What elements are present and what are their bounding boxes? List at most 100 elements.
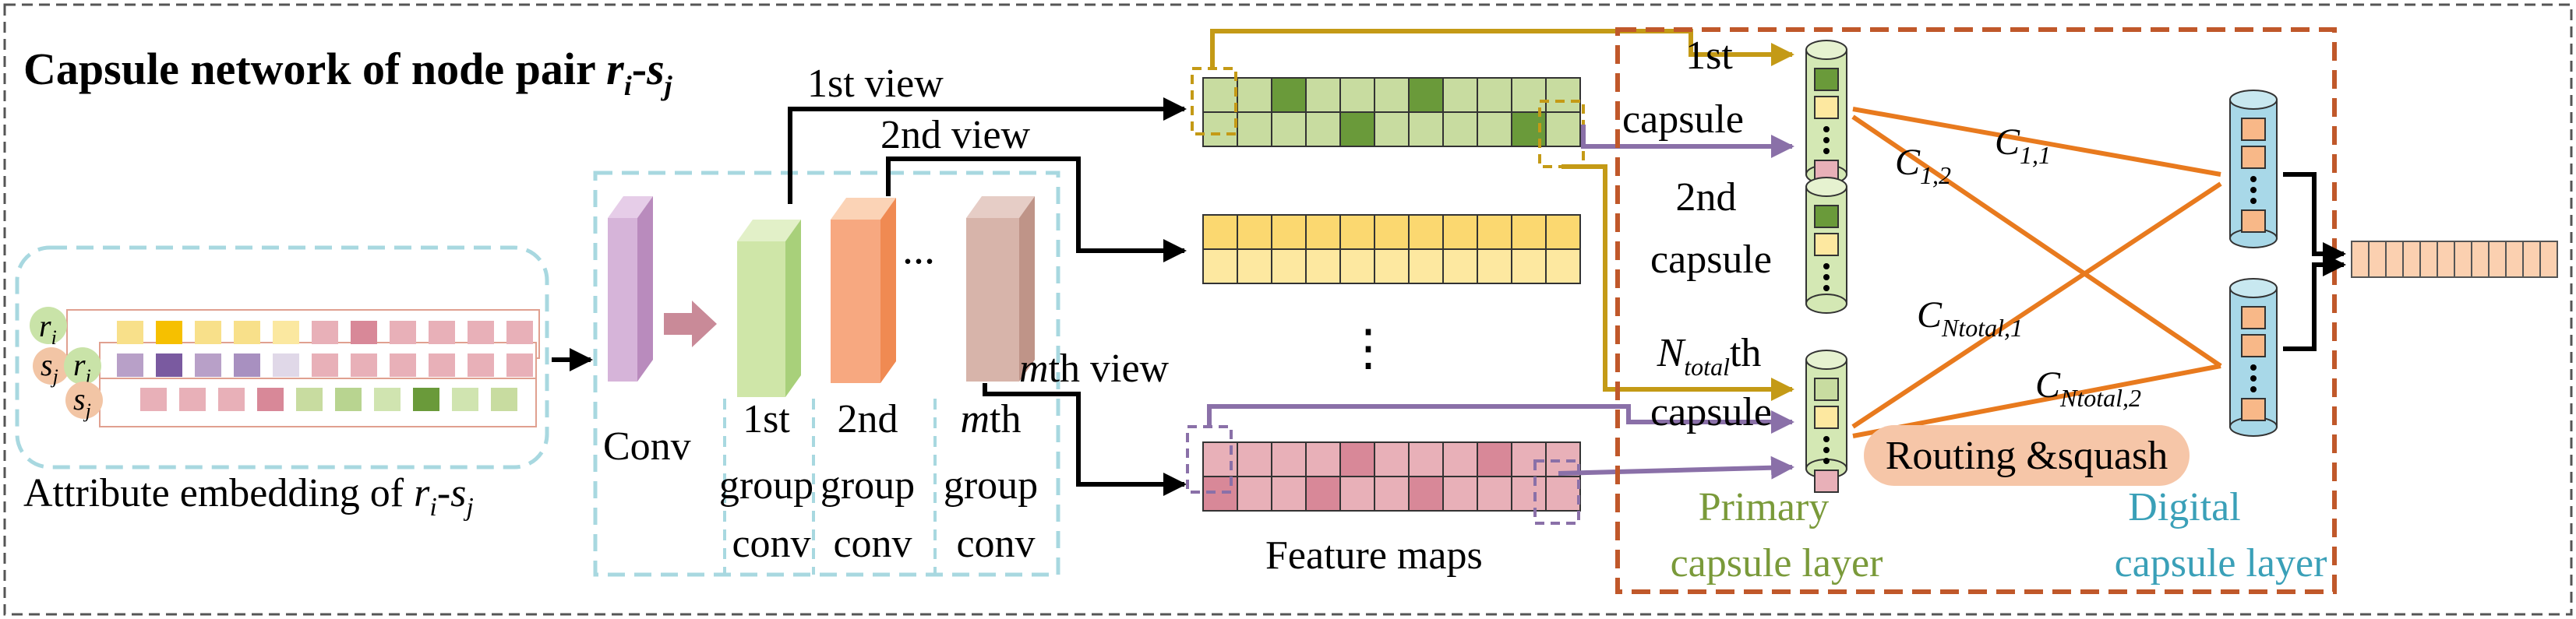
embed-cell [140,388,167,411]
outer-border [3,3,2573,616]
fmm-row2-cell [1305,476,1341,512]
fm2-row1-cell [1339,214,1375,250]
primary-capsule-1-cell [1814,68,1839,91]
embed-cell [506,321,533,344]
fm1-row2-cell [1442,111,1478,147]
coef-c12: C1,2 [1895,142,1951,189]
fm1-row2-cell [1408,111,1444,147]
fm2-row1-cell [1511,214,1547,250]
output-cell [2368,241,2387,278]
fm1-row2-cell [1374,111,1410,147]
conv-prism [608,196,653,382]
embedding-dashed-box [15,245,549,470]
output-cell [2351,241,2370,278]
route-cN1 [1851,181,2222,429]
output-cell [2402,241,2421,278]
attribute-embedding: ri sj ri sj Attribute embedding of ri-sj [15,245,549,522]
embed-cell [195,353,221,377]
node-r-label-1: ri [39,308,57,349]
fmm-row1-cell [1477,441,1512,477]
fm2-row2-cell [1339,248,1375,284]
conv-dashed-box [593,171,1060,577]
primary-capsule-N-cell [1814,470,1839,493]
coef-cN2: CNtotal,2 [2035,364,2141,412]
output-cell [2522,241,2541,278]
purple-arrow-fmm [1558,455,1794,480]
fmm-row1-cell [1339,441,1375,477]
fmm-row2-cell [1374,476,1410,512]
embed-cell [491,388,517,411]
embed-cell [468,353,494,377]
fm1-row1-cell [1545,77,1581,113]
fmm-row2-cell [1511,476,1547,512]
output-cell [2454,241,2472,278]
fm2-row1-cell [1237,214,1272,250]
embed-cell [156,321,182,344]
primary-capsule-2-cell [1814,205,1839,228]
node-s-badge-1 [33,347,70,385]
fm2-row1-cell [1477,214,1512,250]
fmm-row2-cell [1545,476,1581,512]
embed-cell [179,388,206,411]
group2-label: 2nd group conv [820,397,925,566]
embed-cell [273,353,299,377]
fm1-row1-cell [1511,77,1547,113]
route-c11 [1852,107,2221,177]
fm1-row1-cell [1237,77,1272,113]
fm1-row1-cell [1339,77,1375,113]
fm1-row2-cell [1339,111,1375,147]
view-arrows: 1st view 2nd view mth view [788,62,1187,496]
embed-cell [296,388,323,411]
fmm-row1-cell [1442,441,1478,477]
conv-ellipsis: ... [902,225,935,273]
view1-label: 1st view [807,62,944,106]
fm2-row1-cell [1442,214,1478,250]
embed-cell [234,321,260,344]
coef-c11: C1,1 [1995,121,2051,169]
embed-cell [195,321,221,344]
embed-cell [257,388,284,411]
output-cell [2419,241,2438,278]
digital-capsule-2-cell [2241,306,2266,329]
embedding-caption: Attribute embedding of ri-sj [23,471,474,522]
digital-capsule-1-cell [2241,209,2266,233]
fm1-row2-cell [1305,111,1341,147]
embed-cell [506,353,533,377]
node-r-badge-1 [30,307,67,344]
node-s-label-1: sj [41,347,58,388]
output-cell [2488,241,2507,278]
embed-cell [429,321,455,344]
embed-cell [468,321,494,344]
digital-capsule-2 [2229,278,2278,437]
fm2-row2-cell [1408,248,1444,284]
conv-label: Conv [603,424,691,469]
digital-capsule-2-cell [2241,334,2266,357]
output-vector [2351,241,2558,278]
primary-capsule-2 [1805,177,1847,314]
primary-cap1-label: 1st capsule [1622,33,1744,142]
fmm-row2-cell [1442,476,1478,512]
fm2-row2-cell [1477,248,1512,284]
routing-lines [1851,107,2222,438]
fmm-row2-cell [1477,476,1512,512]
embed-cell [429,353,455,377]
conv-arrow [664,301,717,347]
fmm-row1-cell [1237,441,1272,477]
coef-cN1: CNtotal,1 [1917,294,2023,342]
embed-cell [335,388,362,411]
route-cN2 [1852,364,2221,438]
purple-arrow-top [1581,125,1794,158]
node-r-label-2: ri [73,347,91,388]
fm1-row1-cell [1305,77,1341,113]
digital-layer-label: Digital capsule layer [2115,485,2327,586]
embed-cell [390,353,416,377]
view2-arrow [886,157,1187,262]
digital-capsule-1-cell [2241,146,2266,169]
embed-cell [218,388,245,411]
node-r-badge-2 [64,347,101,385]
routing-squash-pill [1864,425,2190,486]
fm1-row1-cell [1202,77,1238,113]
fmm-row1-cell [1305,441,1341,477]
fm2-row1-cell [1202,214,1238,250]
